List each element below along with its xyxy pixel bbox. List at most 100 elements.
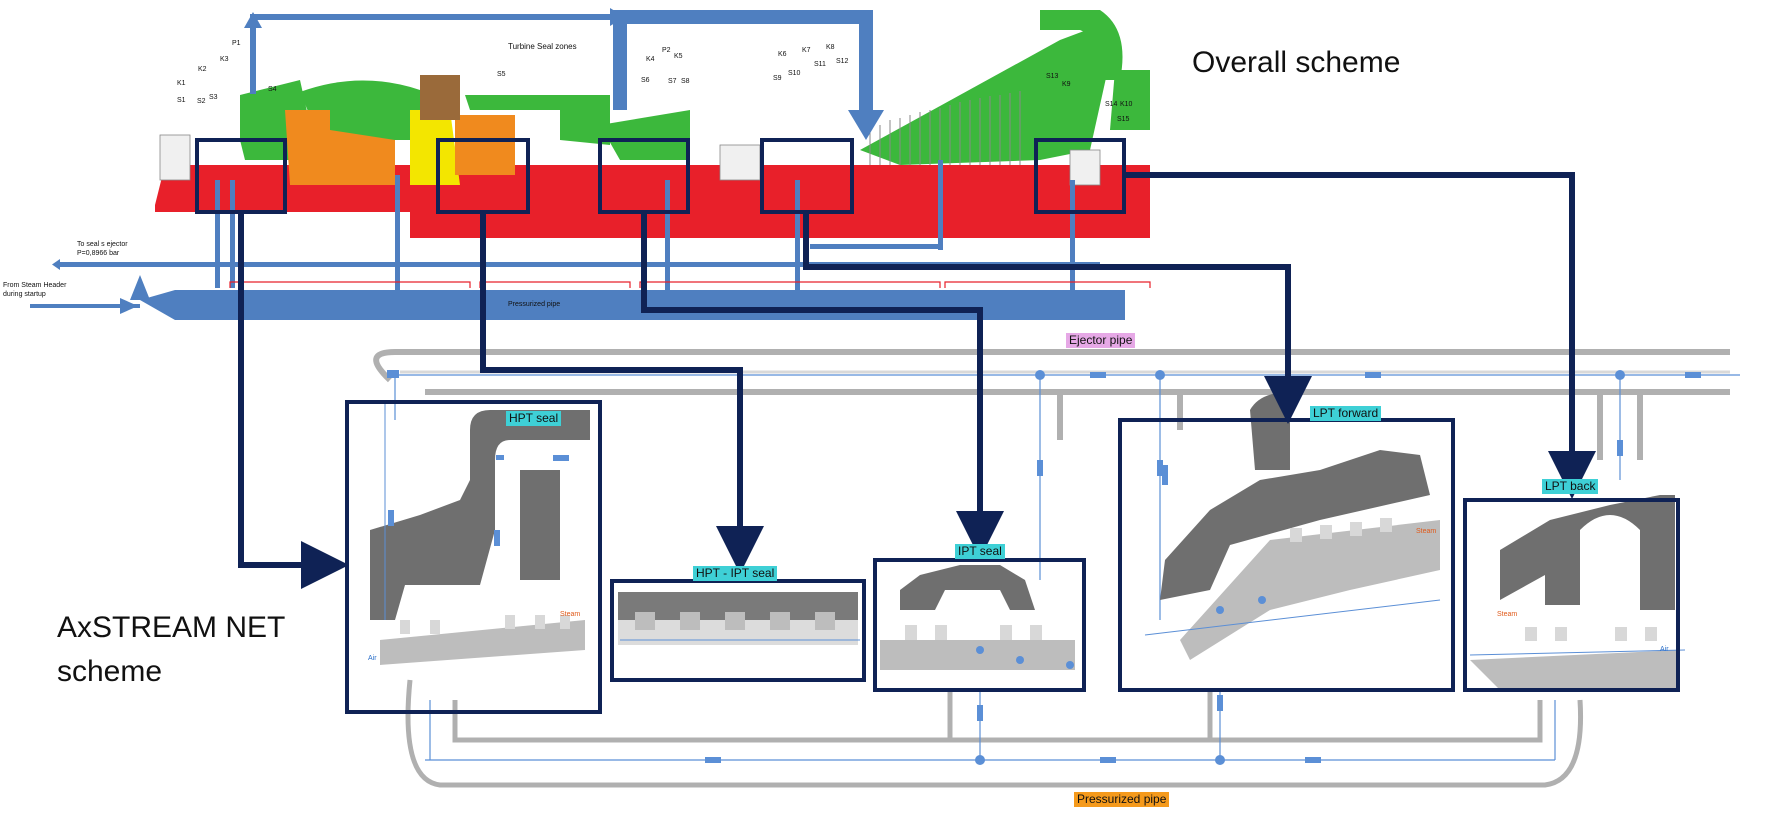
casing-part [719,144,761,181]
drop-1 [215,180,220,288]
connector-arrows [238,172,1596,589]
drop-2 [230,180,235,288]
label-k7: K7 [802,47,811,54]
pipe-rise [250,14,256,94]
blade-rows [869,91,1021,165]
link-6 [810,244,940,249]
steam-header-line2: during startup [3,291,46,298]
frame-hpt-ipt-seal [610,579,866,682]
label-s2: S2 [197,98,206,105]
label-s14: S14 [1105,101,1118,108]
steam-label-lpt-back: Steam [1497,611,1518,618]
label-s3: S3 [209,94,218,101]
label-k4: K4 [646,56,655,63]
module-hpt-ipt-seal [618,592,860,645]
steam-header-line [30,304,140,308]
drop-3 [395,175,400,290]
label-k8: K8 [826,44,835,51]
frame-lpt-back [1463,498,1680,692]
ejector-arrow [52,259,60,270]
ejector-note-line1: To seal s ejector [77,241,128,248]
pressure-header [405,679,1584,788]
pressurized-pipe-tag: Pressurized pipe [1074,792,1170,807]
module-ipt-seal [880,565,1075,670]
label-s7: S7 [668,78,677,85]
pipe-top-large [613,10,873,24]
arrow-to-lpt-back [1124,172,1596,499]
tag-lpt-forward: LPT forward [1310,406,1382,421]
ejector-pipe-tag: Ejector pipe [1066,333,1136,348]
pipe-arrow-up [244,12,262,28]
module-hpt-seal [370,400,590,665]
label-s12: S12 [836,58,849,65]
module-lpt-back [1469,495,1686,690]
net-flow-lines [394,374,1740,761]
tag-lpt-back: LPT back [1542,479,1599,494]
label-s13: S13 [1046,73,1059,80]
ejector-header [373,349,1730,460]
label-s5: S5 [497,71,506,78]
arrow-to-hpt-seal [238,212,349,589]
ipt-section-orange [455,115,515,175]
label-s15: S15 [1117,116,1130,123]
valve-side [140,290,175,320]
hpt-section-orange [285,110,395,185]
label-k9: K9 [1062,81,1071,88]
label-p2: P2 [662,47,671,54]
label-s11: S11 [814,61,826,68]
steam-header-arrow [120,298,138,314]
air-label-hpt: Air [368,655,377,662]
seal-zones-title: Turbine Seal zones [508,42,577,51]
module-lpt-forward [1144,392,1441,660]
casing-ipt-2 [600,110,690,160]
label-k1: K1 [177,80,186,87]
drop-7 [1070,180,1075,290]
label-s10: S10 [788,70,801,77]
ejector-line [60,262,1100,267]
casing-lpt [860,25,1110,165]
axstream-title-line2: scheme [57,655,163,688]
casing-lpt-top [1040,10,1123,80]
casing-ipt [465,95,610,145]
label-s8: S8 [681,78,690,85]
frame-ipt-seal [873,558,1086,692]
tag-hpt-ipt-seal: HPT - IPT seal [693,566,778,581]
label-k2: K2 [198,66,207,73]
label-s4: S4 [268,86,277,93]
overall-scheme-title: Overall scheme [1192,46,1401,79]
pressurized-pipe-label-overall: Pressurized pipe [508,301,561,308]
ipt-section-yellow [410,110,460,185]
casing-part [159,134,191,181]
arrow-to-lpt-forward [803,212,1312,424]
pipe-zone-brackets [229,281,1151,288]
steam-header-line1: From Steam Header [3,282,67,289]
tag-ipt-seal: IPT seal [955,544,1005,559]
coupling-brown [420,75,460,120]
arrow-to-ipt-seal [641,212,1004,559]
pressurized-pipe-bar [175,290,1125,320]
casing-lpt-end [1110,70,1150,130]
overall-piping [30,8,1125,320]
casing-part [1069,149,1101,186]
drop-4 [665,180,670,292]
pipe-arrow-down [848,110,884,140]
axstream-title-line1: AxSTREAM NET [57,611,286,644]
pipe-left-drop [613,10,627,110]
axstream-title: AxSTREAM NET scheme [57,606,285,694]
label-k3: K3 [220,56,229,63]
label-s1: S1 [177,97,186,104]
ejector-note-line2: P=0,8966 bar [77,250,120,257]
pipe-right-drop [859,10,873,120]
pipe-top-link [250,14,610,20]
steam-label-hpt: Steam [560,611,581,618]
valve-top [130,275,150,300]
rotor-shaft [155,165,1150,238]
net-flow-elements [387,370,1701,765]
label-k5: K5 [674,53,683,60]
label-p1: P1 [232,40,241,47]
tag-hpt-seal: HPT seal [506,411,562,426]
label-k10: K10 [1120,101,1133,108]
label-k6: K6 [778,51,787,58]
